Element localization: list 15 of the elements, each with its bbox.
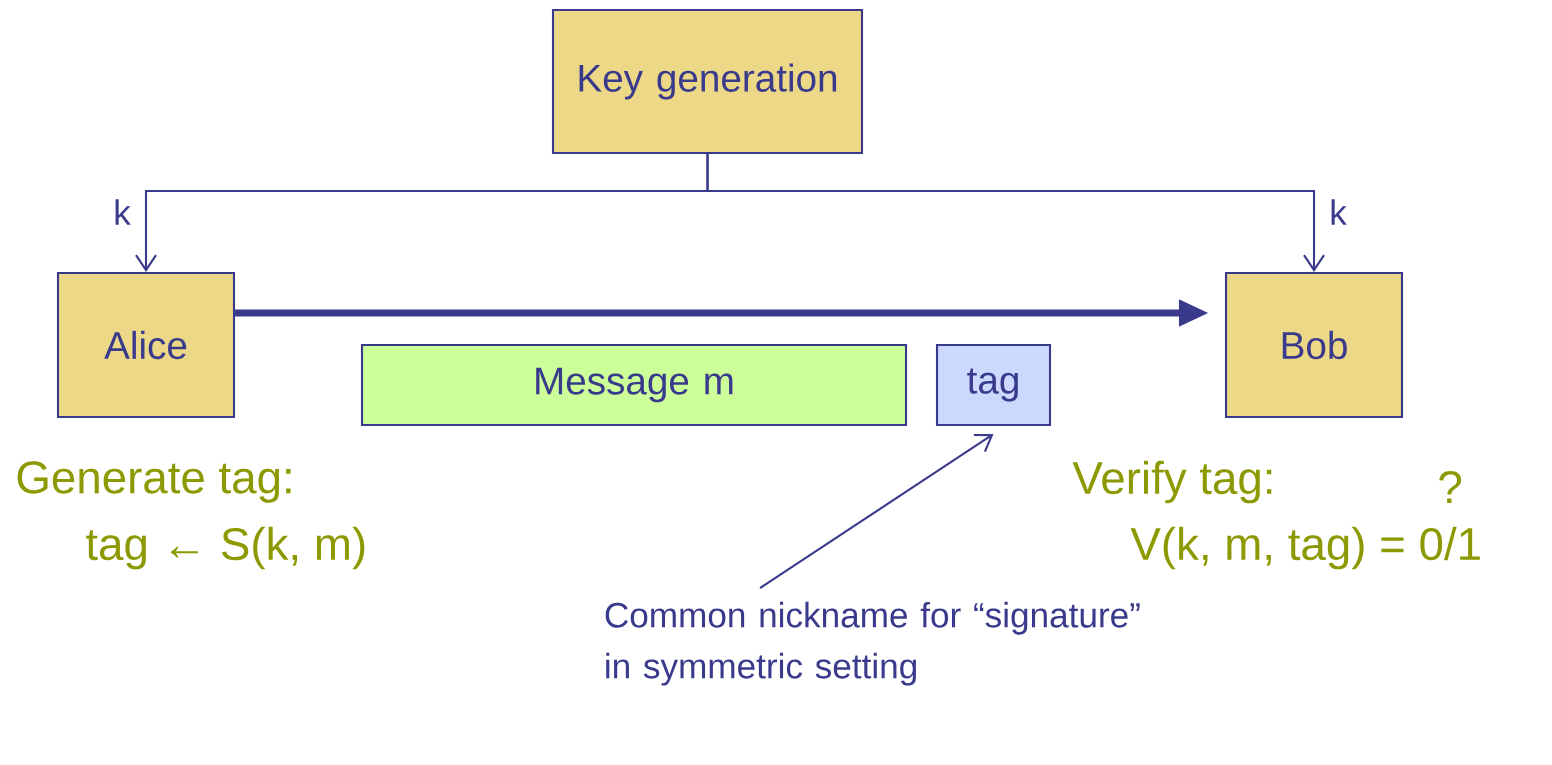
tag-box: tag [935,343,1052,427]
party-box: Alice [56,271,236,419]
caption-text: tag ← S(k, m) [86,526,365,570]
edge-label: k [115,199,131,225]
edge-label: k [1331,199,1347,225]
caption-text: ? [1439,471,1462,503]
caption-text: V(k, m, tag) = 0/1 [1130,526,1480,570]
process-box: Key generation [551,8,864,155]
leader-line [759,433,994,589]
message-box: Message m [360,343,908,427]
annotation-text: Common nickname for “signature” in symmetric setting [605,601,1140,686]
arrow [706,154,1325,272]
caption-text: Verify tag: [1072,460,1272,504]
caption-text: Generate tag: [17,461,291,503]
party-box: Bob [1224,271,1404,419]
